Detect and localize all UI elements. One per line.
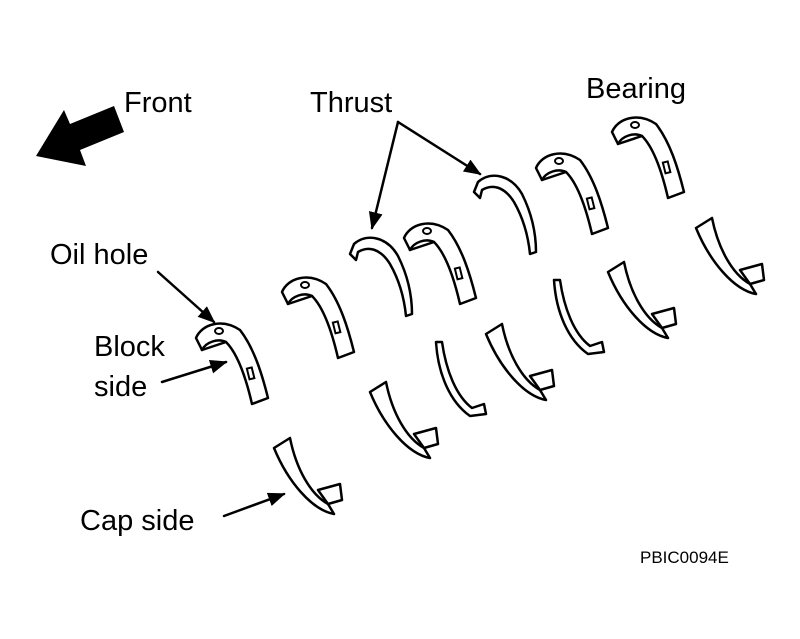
thrust-leader-2	[396, 120, 482, 176]
bearing-upper-3	[402, 222, 478, 306]
bearing-lower-5	[694, 216, 766, 296]
label-front: Front	[124, 87, 192, 119]
bearing-upper-4	[534, 152, 610, 236]
thrust-washer-upper-1	[348, 236, 414, 318]
label-bearing: Bearing	[586, 73, 686, 105]
thrust-washer-upper-2	[472, 174, 538, 256]
bearing-upper-1	[194, 322, 270, 406]
bearing-lower-2	[368, 380, 440, 460]
front-arrow-icon	[36, 106, 124, 166]
label-cap-side: Cap side	[80, 505, 194, 537]
label-block-side-line1: Block	[94, 331, 165, 363]
thrust-washer-lower-1	[434, 340, 488, 418]
label-thrust: Thrust	[310, 87, 392, 119]
block-side-leader	[160, 360, 228, 384]
bearing-upper-5	[610, 116, 686, 200]
bearing-lower-1	[272, 436, 344, 516]
label-block-side-line2: side	[94, 371, 147, 403]
oil-hole-leader	[156, 270, 216, 324]
cap-side-leader	[222, 492, 286, 518]
bearing-lower-3	[484, 322, 556, 402]
figure-code: PBIC0094E	[640, 548, 729, 567]
bearing-upper-2	[280, 276, 356, 360]
label-oil-hole: Oil hole	[50, 239, 148, 271]
thrust-leader-1	[368, 120, 400, 230]
bearing-lower-4	[606, 260, 678, 340]
thrust-washer-lower-2	[552, 278, 606, 356]
